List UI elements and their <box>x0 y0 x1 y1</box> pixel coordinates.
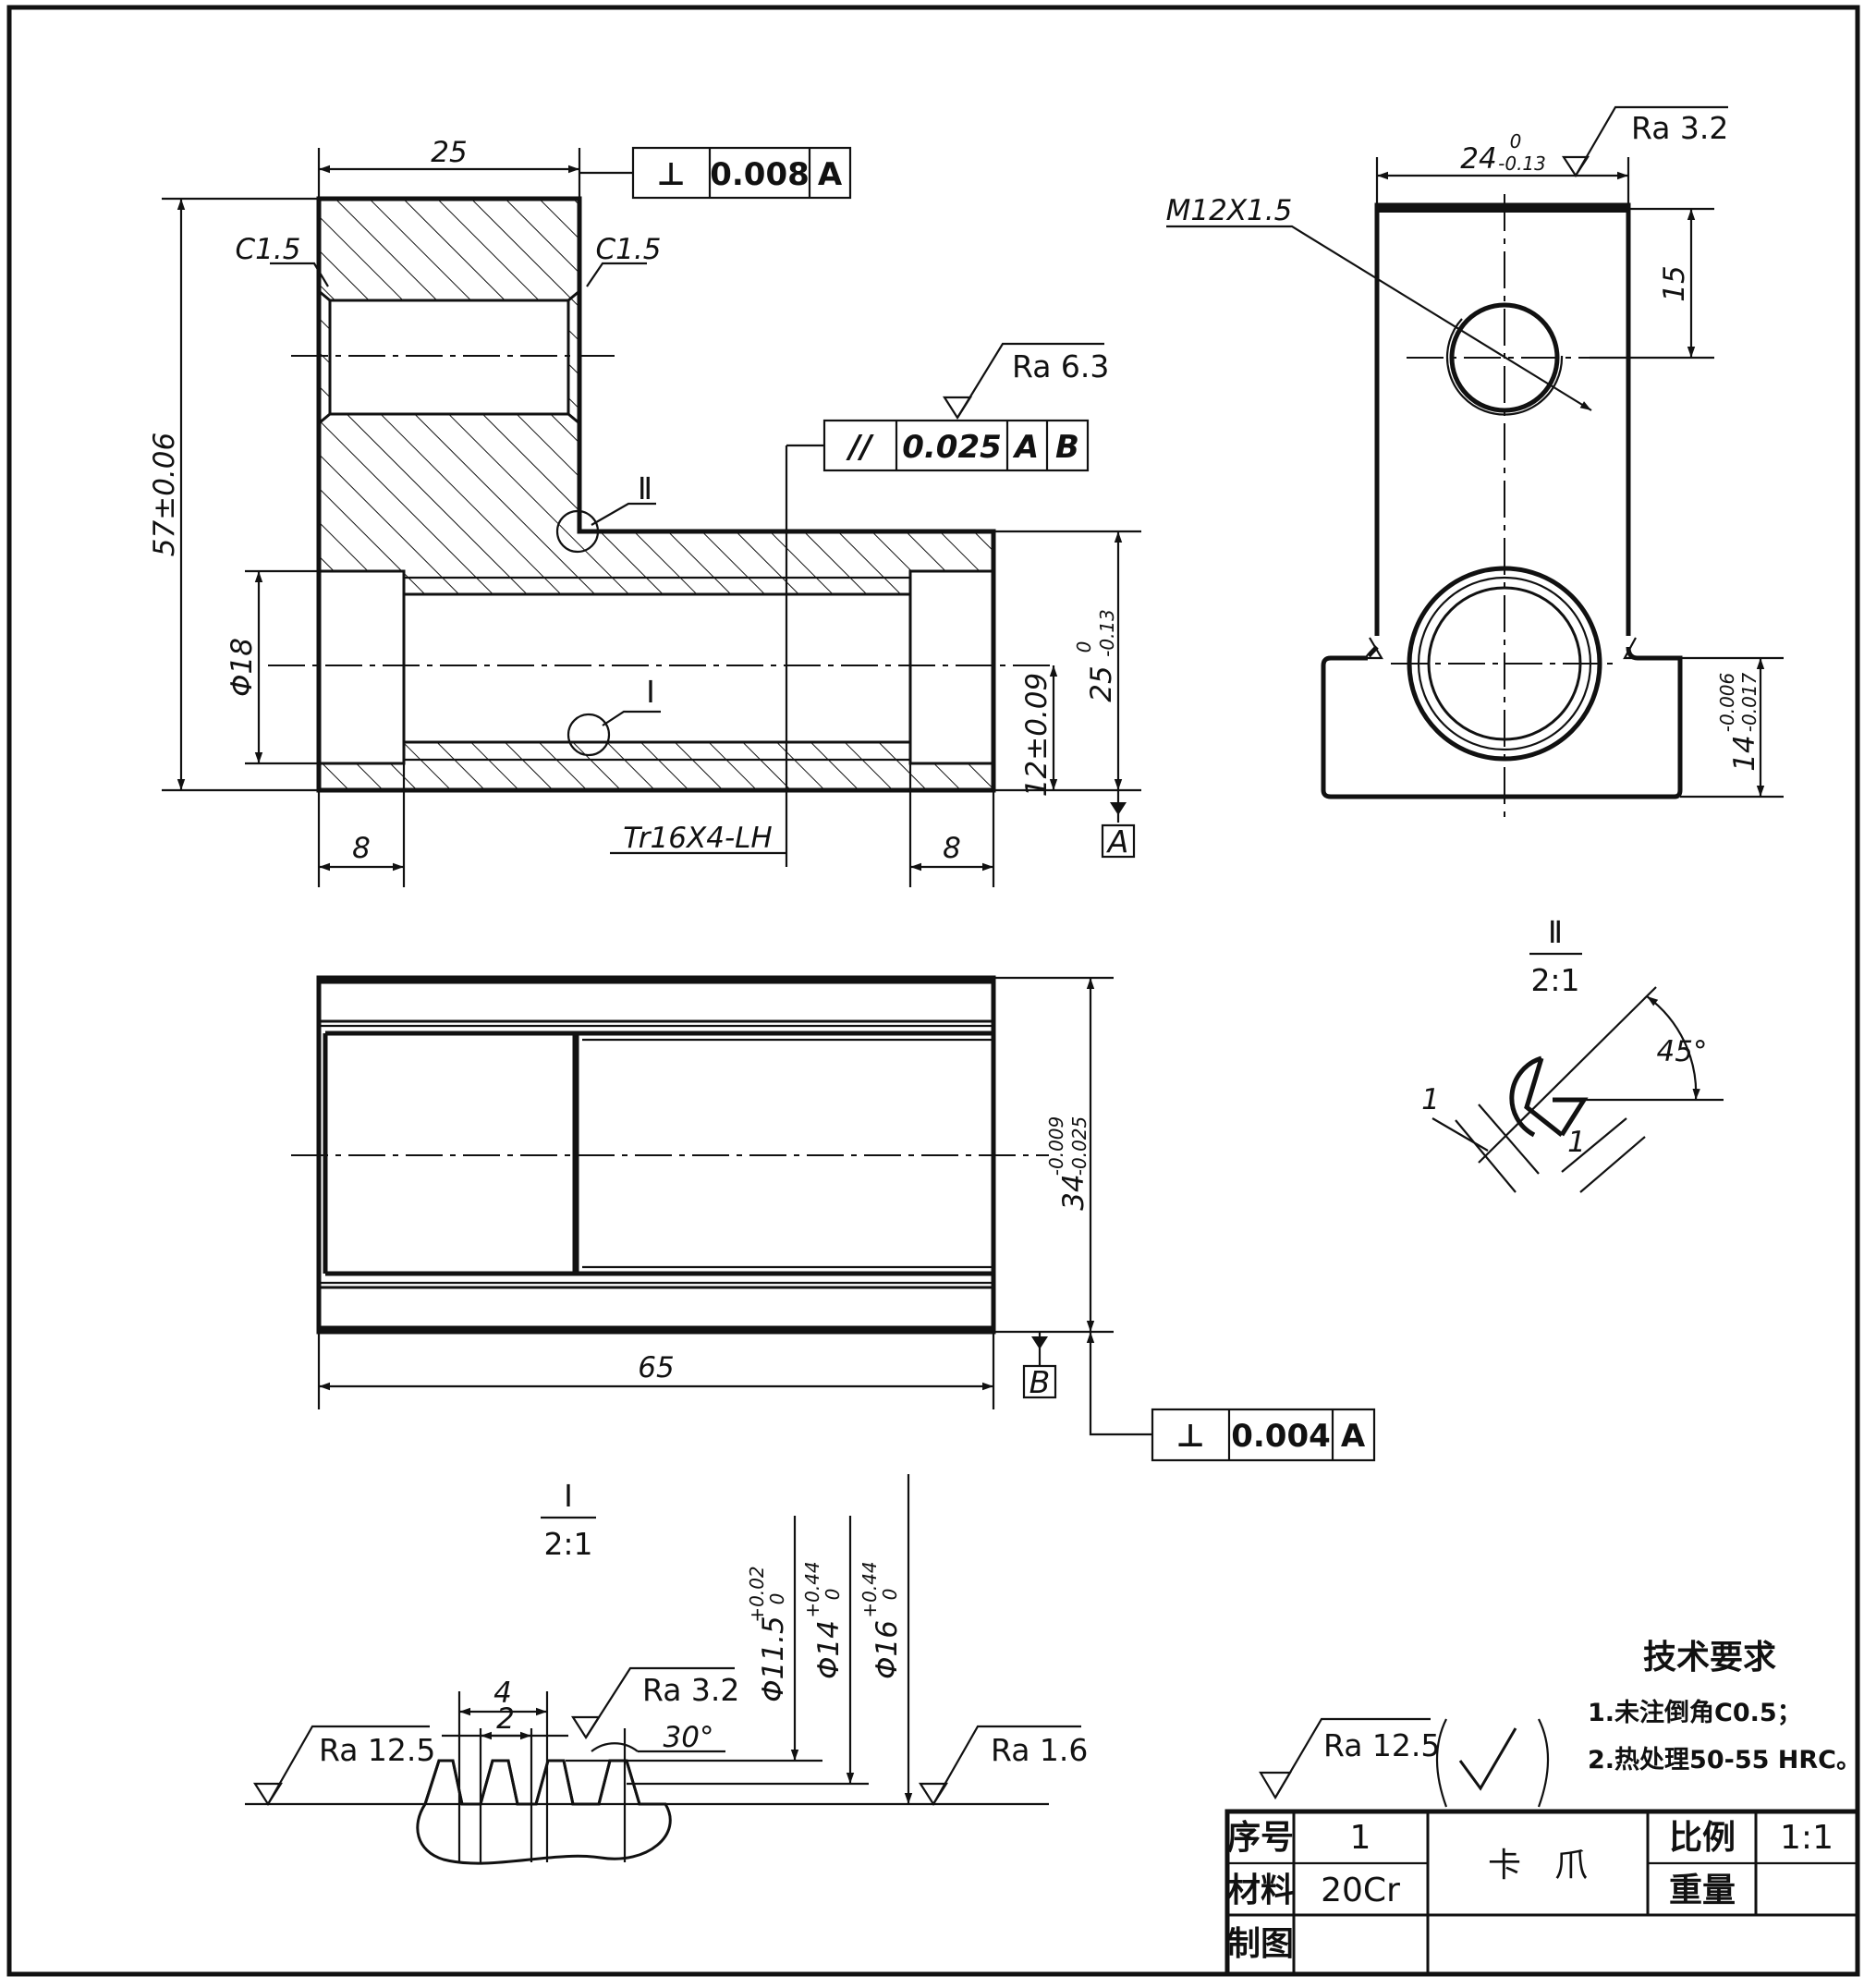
section-bore-dim: Φ18 <box>225 638 259 697</box>
detail1-d2-up: +0.44 <box>801 1561 823 1617</box>
tech-item-2: 2.热处理50-55 HRC。 <box>1588 1746 1861 1775</box>
section-thread-label: Tr16X4-LH <box>623 822 772 855</box>
section-height2-up: 0 <box>1073 641 1095 653</box>
detail2-angle: 45° <box>1657 1035 1708 1068</box>
side-height-base: 14 <box>1728 735 1761 771</box>
roughness-ra63: Ra 6.3 <box>942 342 1109 421</box>
section-height-dim: 57±0.06 <box>148 433 181 556</box>
tb-part-name: 卡 爪 <box>1488 1847 1588 1884</box>
detail-ref-1: Ⅰ <box>646 674 655 710</box>
datum-b-symbol: B <box>1022 1332 1057 1400</box>
tb-material-label: 材料 <box>1227 1872 1294 1909</box>
detail2-size-a: 1 <box>1421 1083 1440 1116</box>
detail1-d1-base: Φ11.5 <box>757 1616 790 1701</box>
fcf-parallelism: // 0.025 A B <box>822 419 1090 472</box>
svg-text:B: B <box>1029 1364 1051 1400</box>
detail2-label: Ⅱ <box>1548 914 1563 950</box>
tb-seq-value: 1 <box>1350 1819 1371 1857</box>
sheet-border <box>6 5 1860 1977</box>
side-hole-pos: 15 <box>1658 265 1691 301</box>
svg-text:⊥: ⊥ <box>656 156 685 193</box>
section-pos-dim: 12±0.09 <box>1020 673 1054 797</box>
plan-width-low: -0.025 <box>1068 1116 1090 1176</box>
tech-title: 技术要求 <box>1643 1639 1776 1677</box>
side-width-up: 0 <box>1510 130 1522 152</box>
svg-text://: // <box>846 429 874 466</box>
tb-weight-label: 重量 <box>1669 1872 1736 1909</box>
svg-text:Ra 1.6: Ra 1.6 <box>991 1732 1088 1768</box>
detail1-ra-left: Ra 12.5 <box>252 1725 435 1807</box>
detail-ref-2: Ⅱ <box>638 470 652 506</box>
section-width-dim: 25 <box>431 136 467 169</box>
detail1-pitch: 4 <box>493 1677 512 1710</box>
svg-text:A: A <box>818 156 843 193</box>
fcf-perpendicularity-top: ⊥ 0.008 A <box>579 146 852 200</box>
datum-a-symbol: A <box>1101 790 1136 860</box>
detail1-ra-flank: Ra 3.2 <box>570 1666 739 1740</box>
detail2-size-b: 1 <box>1567 1126 1586 1159</box>
detail1-angle: 30° <box>664 1721 714 1754</box>
section-chamfer-right: C1.5 <box>596 233 662 266</box>
side-width-base: 24 <box>1460 142 1496 176</box>
detail1-d2-low: 0 <box>822 1589 844 1601</box>
side-width-low: -0.13 <box>1498 152 1546 175</box>
detail2-scale: 2:1 <box>1530 962 1579 998</box>
detail1-crest: 2 <box>496 1702 515 1736</box>
svg-text:Ra 12.5: Ra 12.5 <box>319 1732 435 1768</box>
svg-text:A: A <box>1106 823 1129 860</box>
plan-width-base: 34 <box>1057 1174 1090 1210</box>
plan-width-up: -0.009 <box>1045 1116 1067 1176</box>
plan-view: 34 -0.009 -0.025 65 B ⊥ 0.004 A <box>291 975 1376 1462</box>
section-step-right-dim: 8 <box>943 832 961 865</box>
detail1-d1-up: +0.02 <box>746 1566 768 1622</box>
detail1-d1-low: 0 <box>766 1593 788 1605</box>
tb-scale-label: 比例 <box>1669 1819 1736 1857</box>
svg-text:0.025: 0.025 <box>902 429 1002 466</box>
svg-text:0.004: 0.004 <box>1231 1418 1331 1455</box>
section-height2-base: 25 <box>1085 665 1118 701</box>
side-view: 24 0 -0.13 Ra 3.2 M12X1.5 15 14 -0.006 -… <box>1166 105 1784 823</box>
side-height-low: -0.017 <box>1738 672 1760 732</box>
side-thread-label: M12X1.5 <box>1166 194 1293 227</box>
svg-text:Ra 3.2: Ra 3.2 <box>642 1672 739 1708</box>
general-roughness: Ra 12.5 <box>1259 1717 1550 1808</box>
side-ra: Ra 3.2 <box>1631 110 1728 146</box>
detail-i-view: Ⅰ 2:1 4 2 30° Ra 12.5 Ra 3.2 <box>245 1474 1088 1865</box>
tb-scale-value: 1:1 <box>1780 1819 1834 1857</box>
svg-text:Ra 6.3: Ra 6.3 <box>1012 348 1109 384</box>
detail-ii-view: Ⅱ 2:1 45° 1 1 <box>1421 914 1724 1193</box>
detail1-d3-low: 0 <box>879 1589 901 1601</box>
detail1-d2-base: Φ14 <box>812 1620 846 1679</box>
section-height2-low: -0.13 <box>1096 609 1118 657</box>
section-step-left-dim: 8 <box>352 832 371 865</box>
title-block: 序号 1 材料 20Cr 制图 卡 爪 比例 1:1 重量 <box>1224 1809 1860 1977</box>
tb-seq-label: 序号 <box>1227 1819 1294 1857</box>
section-chamfer-left: C1.5 <box>236 233 301 266</box>
detail1-label: Ⅰ <box>564 1478 573 1514</box>
detail1-d3-base: Φ16 <box>871 1620 904 1679</box>
fcf-perpendicularity-bottom: ⊥ 0.004 A <box>1086 1332 1376 1462</box>
tb-material-value: 20Cr <box>1321 1872 1400 1909</box>
section-view: 25 C1.5 C1.5 57±0.06 Φ18 8 8 Tr16X4-LH 1… <box>148 136 1141 887</box>
svg-text:0.008: 0.008 <box>710 156 810 193</box>
detail1-ra-right: Ra 1.6 <box>918 1725 1088 1807</box>
tb-drawn-label: 制图 <box>1227 1925 1294 1963</box>
svg-text:Ra 12.5: Ra 12.5 <box>1323 1727 1440 1763</box>
svg-text:A: A <box>1012 429 1039 466</box>
tech-item-1: 1.未注倒角C0.5； <box>1588 1698 1802 1727</box>
svg-text:⊥: ⊥ <box>1176 1418 1204 1455</box>
detail1-d3-up: +0.44 <box>859 1561 881 1617</box>
svg-text:B: B <box>1055 429 1079 466</box>
technical-requirements: 技术要求 1.未注倒角C0.5； 2.热处理50-55 HRC。 Ra 12.5 <box>1259 1639 1861 1808</box>
svg-text:A: A <box>1341 1418 1366 1455</box>
side-height-up: -0.006 <box>1716 673 1738 732</box>
plan-length-dim: 65 <box>638 1351 674 1384</box>
detail1-scale: 2:1 <box>543 1526 592 1562</box>
